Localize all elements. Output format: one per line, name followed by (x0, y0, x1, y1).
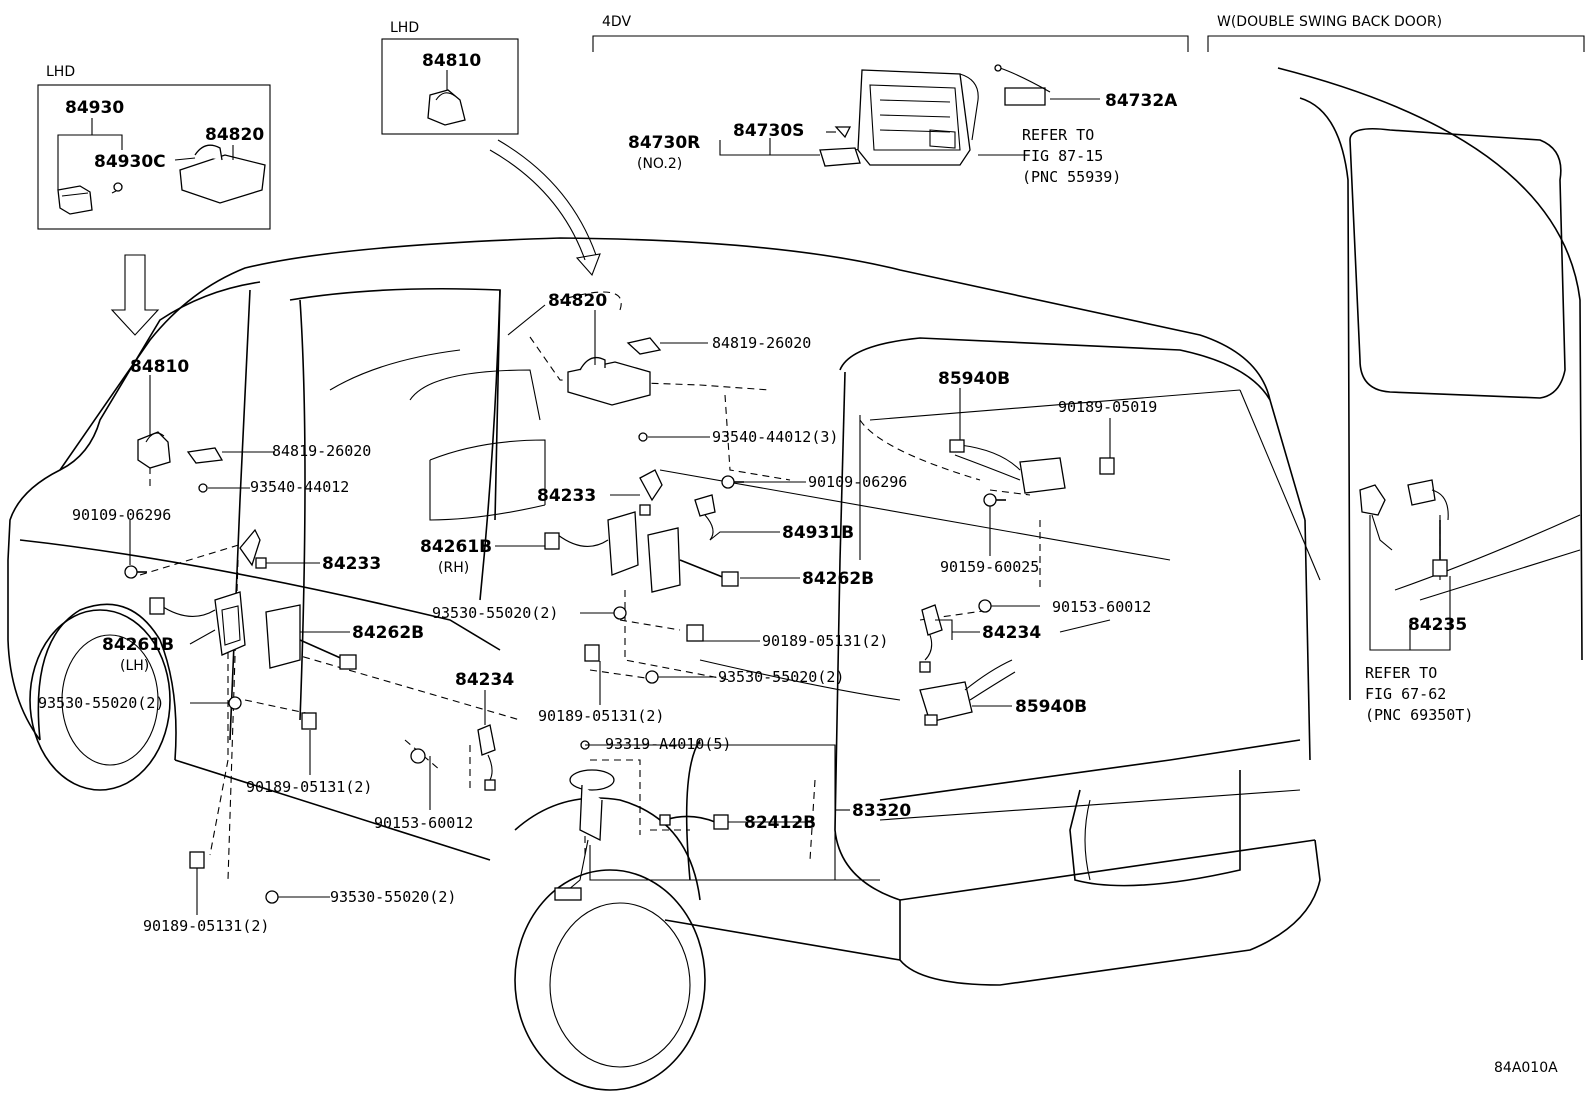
lock-84262B-rh-icon (647, 527, 739, 593)
dashed-guides (139, 129, 1441, 881)
bracket-double-swing (1207, 35, 1585, 52)
wire-82412B-icon (659, 814, 729, 830)
switch-84931B-icon (694, 494, 716, 541)
lock-84261B-lh-icon (149, 591, 246, 656)
label-90109-b: 90109-06296 (808, 473, 907, 491)
figure-code: 84A010A (1494, 1060, 1558, 1076)
label-refer1-a: REFER TO (1022, 126, 1094, 144)
label-rh: (RH) (438, 560, 469, 576)
parts-graphics (57, 64, 1449, 904)
label-84810-inset: 84810 (422, 51, 481, 71)
label-93530-c: 93530-55020(2) (432, 604, 558, 622)
label-93530-a: 93530-55020(2) (38, 694, 164, 712)
header-lhd-center: LHD (390, 20, 419, 36)
lock-84235-icon (1359, 479, 1449, 577)
label-90153-b: 90153-60012 (1052, 598, 1151, 616)
connector-84732A-icon (994, 64, 1051, 106)
speaker-housing-icon (857, 69, 979, 166)
back-door-outline (1277, 67, 1583, 701)
label-90189-d: 90189-05131(2) (538, 707, 664, 725)
label-85940B-a: 85940B (938, 369, 1010, 389)
label-84820-inset: 84820 (205, 125, 264, 145)
inset-box-lhd-left (37, 84, 271, 230)
sensor-84234-right-icon (919, 604, 943, 673)
label-90109-a: 90109-06296 (72, 506, 171, 524)
label-no2: (NO.2) (637, 156, 682, 172)
lock-84261B-rh-icon (544, 511, 639, 576)
arrow-icon-left (110, 254, 160, 336)
screw-icon (111, 182, 123, 194)
bolt-90153-icon (410, 599, 992, 764)
label-84819-b: 84819-26020 (272, 442, 371, 460)
header-double-swing: W(DOUBLE SWING BACK DOOR) (1217, 14, 1442, 30)
relay-85940B-lower-icon (919, 659, 1016, 726)
lock-84262B-lh-icon (265, 604, 357, 670)
label-84233-b: 84233 (537, 486, 596, 506)
label-93530-d: 93530-55020(2) (718, 668, 844, 686)
switch-84730R-icon (819, 147, 861, 167)
label-84730R: 84730R (628, 133, 700, 153)
van-body (7, 237, 1321, 1091)
switch-84930-icon (57, 185, 93, 215)
arrow-icon-center (489, 139, 601, 277)
latch-84233-icon (239, 469, 663, 569)
lock-actuator-84820-icon (567, 356, 651, 406)
label-90189-b: 90189-05131(2) (143, 917, 269, 935)
label-84930C: 84930C (94, 152, 166, 172)
label-refer2-b: FIG 67-62 (1365, 685, 1446, 703)
label-84262B-a: 84262B (352, 623, 424, 643)
switch-84810-icon (137, 431, 171, 469)
clip-84730S-icon (834, 126, 852, 139)
header-4dv: 4DV (602, 14, 631, 30)
bolt-90159-icon (983, 493, 1006, 507)
inset-box-lhd-center (381, 38, 519, 135)
fuel-sender-83320-icon (554, 740, 615, 901)
label-90159: 90159-60025 (940, 558, 1039, 576)
bolt-90109-icon (124, 475, 744, 579)
screw-93540-icon (198, 432, 648, 493)
label-84235: 84235 (1408, 615, 1467, 635)
switch-84810-inset-icon (427, 89, 466, 126)
label-84261B-lh: 84261B (102, 635, 174, 655)
label-84730S: 84730S (733, 121, 804, 141)
label-84810: 84810 (130, 357, 189, 377)
leader-lines (57, 70, 1451, 915)
label-refer2-c: (PNC 69350T) (1365, 706, 1473, 724)
label-84820: 84820 (548, 291, 607, 311)
lock-actuator-84820-inset-icon (174, 144, 266, 204)
header-lhd-left: LHD (46, 64, 75, 80)
label-84234-b: 84234 (982, 623, 1041, 643)
label-refer1-b: FIG 87-15 (1022, 147, 1103, 165)
label-90189-a: 90189-05131(2) (246, 778, 372, 796)
label-refer2-a: REFER TO (1365, 664, 1437, 682)
label-93530-b: 93530-55020(2) (330, 888, 456, 906)
bracket-4dv (592, 35, 1189, 52)
label-85940B-b: 85940B (1015, 697, 1087, 717)
label-84233-a: 84233 (322, 554, 381, 574)
relay-85940B-upper-icon (949, 439, 1066, 494)
label-84234-a: 84234 (455, 670, 514, 690)
label-84732A: 84732A (1105, 91, 1178, 111)
label-93319: 93319-A4010(5) (605, 735, 731, 753)
label-82412B: 82412B (744, 813, 816, 833)
nut-90189-icon (189, 457, 1115, 869)
label-84262B-b: 84262B (802, 569, 874, 589)
label-93540-a: 93540-44012(3) (712, 428, 838, 446)
label-lh: (LH) (120, 658, 149, 674)
label-84930: 84930 (65, 98, 124, 118)
label-90189-e: 90189-05019 (1058, 398, 1157, 416)
bracket-84819-icon (186, 337, 662, 464)
label-90189-c: 90189-05131(2) (762, 632, 888, 650)
label-90153-a: 90153-60012 (374, 814, 473, 832)
label-84931B: 84931B (782, 523, 854, 543)
label-refer1-c: (PNC 55939) (1022, 168, 1121, 186)
label-83320: 83320 (852, 801, 911, 821)
label-84261B-rh: 84261B (420, 537, 492, 557)
label-84819-a: 84819-26020 (712, 334, 811, 352)
bolt-93530-icon (228, 606, 659, 904)
label-93540-b: 93540-44012 (250, 478, 349, 496)
sensor-84234-icon (477, 724, 496, 791)
